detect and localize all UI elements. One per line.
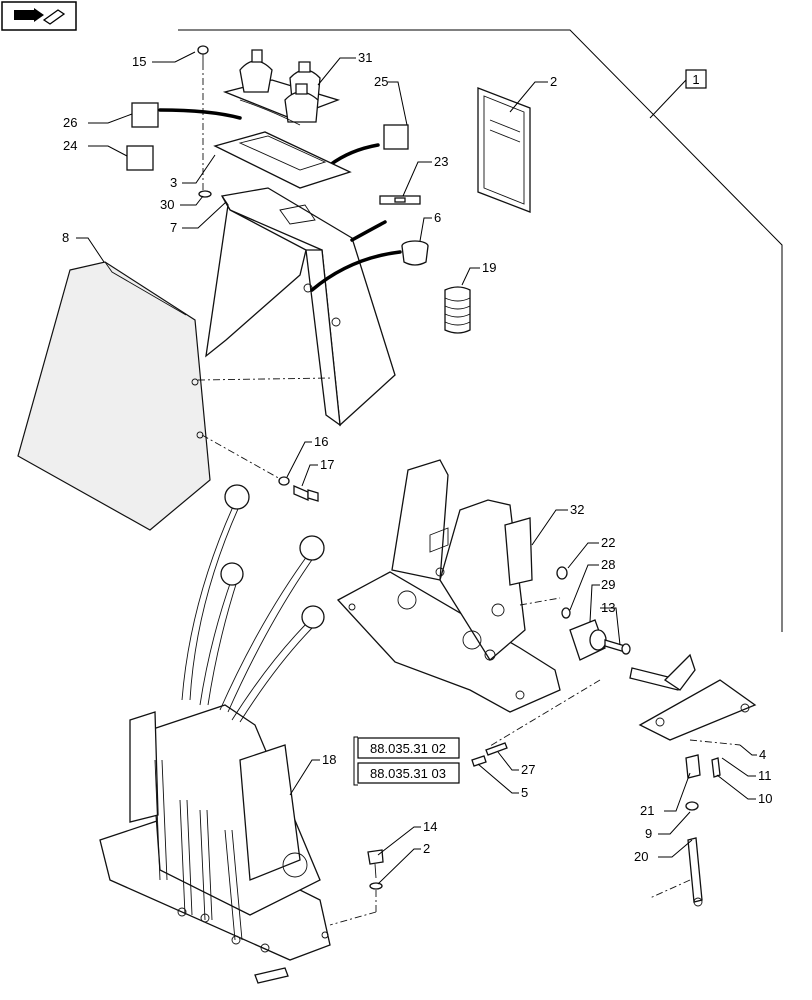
callout-26: 26 (63, 115, 77, 130)
callout-19: 19 (482, 260, 496, 275)
part-26-label (131, 102, 242, 128)
callout-29: 29 (601, 577, 615, 592)
part-29-bushing (569, 619, 607, 661)
part-3-plate (213, 131, 352, 189)
reference-code-1: 88.035.31 02 (370, 741, 446, 756)
callout-2-manual: 2 (550, 74, 557, 89)
part-16-washer (278, 476, 290, 486)
callout-9: 9 (645, 826, 652, 841)
leader-lines (76, 51, 757, 885)
reference-box-1[interactable]: 88.035.31 02 (357, 737, 460, 759)
part-14-bolt (329, 849, 384, 926)
part-28-washer (561, 607, 571, 619)
callout-20: 20 (634, 849, 648, 864)
part-20-rod (649, 837, 703, 907)
part-27-pin (485, 742, 508, 756)
callout-14: 14 (423, 819, 437, 834)
part-24-label (126, 145, 154, 171)
reference-box-2[interactable]: 88.035.31 03 (357, 762, 460, 784)
callout-24: 24 (63, 138, 77, 153)
part-6-cap (401, 240, 429, 266)
part-21-clevis (685, 754, 701, 779)
part-32-bracket (336, 459, 561, 713)
kit-label-box: 1 (649, 69, 707, 119)
callout-5: 5 (521, 785, 528, 800)
book-arrow-icon[interactable] (1, 1, 77, 31)
part-19-spring (444, 286, 471, 334)
part-13-bolt (604, 639, 631, 655)
reference-code-2: 88.035.31 03 (370, 766, 446, 781)
callout-28: 28 (601, 557, 615, 572)
part-2-manual (477, 87, 531, 213)
callout-27: 27 (521, 762, 535, 777)
callout-16: 16 (314, 434, 328, 449)
kit-label: 1 (692, 72, 699, 87)
callout-11: 11 (758, 768, 772, 783)
callout-8: 8 (62, 230, 69, 245)
callout-31: 31 (358, 50, 372, 65)
callout-30: 30 (160, 197, 174, 212)
part-22-washer (556, 566, 568, 580)
part-10-pin (711, 757, 721, 778)
callout-21: 21 (640, 803, 654, 818)
callout-10: 10 (758, 791, 772, 806)
callout-6: 6 (434, 210, 441, 225)
part-31-boots (222, 49, 341, 126)
callout-15: 15 (132, 54, 146, 69)
callout-17: 17 (320, 457, 334, 472)
part-17-bolt (293, 485, 319, 502)
callout-3: 3 (170, 175, 177, 190)
part-5-screw (471, 755, 487, 767)
callout-13: 13 (601, 600, 615, 615)
part-30-clip (198, 190, 212, 198)
callout-23: 23 (434, 154, 448, 169)
part-8-side-cover (17, 261, 211, 531)
part-23-decal (379, 195, 421, 205)
part-7-console-cover (205, 187, 402, 427)
callout-32: 32 (570, 502, 584, 517)
callout-2-washer: 2 (423, 841, 430, 856)
kit-boundary (178, 29, 783, 632)
part-9-nut (685, 801, 699, 811)
callouts: 15 31 26 25 2 24 3 30 23 7 6 8 19 16 17 … (62, 50, 772, 864)
callout-25: 25 (374, 74, 388, 89)
callout-7: 7 (170, 220, 177, 235)
part-4-shaft (629, 653, 757, 741)
part-25-label (328, 124, 409, 167)
callout-18: 18 (322, 752, 336, 767)
callout-22: 22 (601, 535, 615, 550)
callout-4: 4 (759, 747, 766, 762)
part-18-lever-assembly (99, 484, 331, 984)
reference-bracket (353, 736, 358, 786)
